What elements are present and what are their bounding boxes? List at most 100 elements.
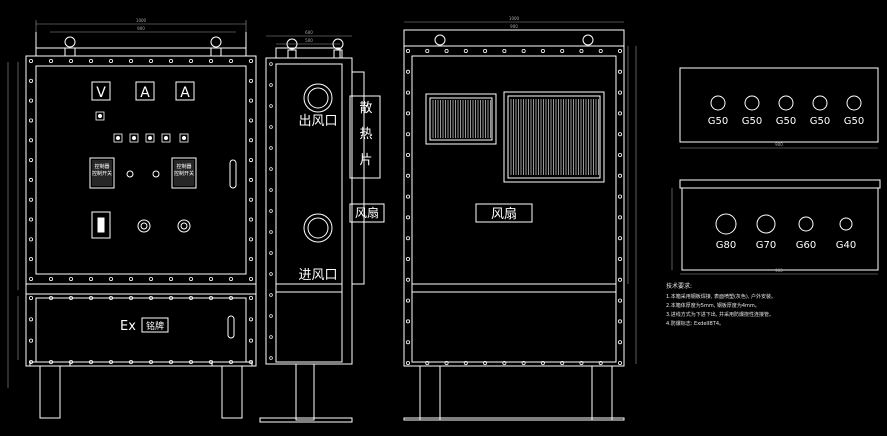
bolt xyxy=(148,59,153,64)
bolt xyxy=(269,314,273,318)
bolt xyxy=(248,359,253,364)
bolt xyxy=(109,59,114,64)
cable-gland-hole xyxy=(744,95,760,111)
switch-label-1: 控制器 xyxy=(94,163,109,170)
bolt xyxy=(28,138,33,143)
side-view xyxy=(259,35,381,423)
cable-gland-hole xyxy=(756,214,776,234)
bolt xyxy=(168,359,173,364)
bolt xyxy=(405,69,410,74)
bolt xyxy=(28,78,33,83)
bolt xyxy=(618,111,623,116)
bolt xyxy=(618,340,623,345)
side-bolts xyxy=(269,62,273,360)
bolt xyxy=(444,49,449,54)
side-inlet-label: 进风口 xyxy=(298,268,337,283)
side-outlet-label: 出风口 xyxy=(298,114,337,129)
tech-note-line-1: 1.本箱采用钢板焊接, 表面喷塑(灰色), 户外安装。 xyxy=(666,293,776,300)
lamp-dot xyxy=(148,136,152,140)
bolt xyxy=(579,360,584,365)
bolt xyxy=(618,298,623,303)
gland-bottom-dim: 900 xyxy=(775,268,783,273)
bolt xyxy=(248,78,253,83)
bolt xyxy=(405,298,410,303)
bolt xyxy=(269,83,273,87)
bolt xyxy=(28,295,33,300)
cable-gland-hole xyxy=(778,95,794,111)
bolt xyxy=(49,59,54,64)
bolt xyxy=(168,276,173,281)
cable-gland-hole xyxy=(798,216,814,232)
indicator-lamp xyxy=(95,111,105,121)
bolt xyxy=(269,125,273,129)
bolt xyxy=(28,257,33,262)
bolt xyxy=(228,295,233,300)
bolt xyxy=(618,49,623,54)
bolt xyxy=(248,317,253,322)
bolt xyxy=(248,118,253,123)
bolt xyxy=(618,277,623,282)
bolt xyxy=(405,90,410,95)
bolt xyxy=(618,152,623,157)
side-fan-box xyxy=(349,203,385,223)
bolt xyxy=(618,90,623,95)
tech-note-line-2: 2.本箱体厚度为5mm, 钢板厚度为4mm。 xyxy=(666,302,760,309)
bolt xyxy=(618,173,623,178)
bolt xyxy=(28,217,33,222)
bolt xyxy=(405,236,410,241)
bolt xyxy=(208,276,213,281)
bolt xyxy=(188,359,193,364)
gland-label: G50 xyxy=(708,116,728,127)
bolt xyxy=(269,62,273,66)
gland-label: G50 xyxy=(810,116,830,127)
bolt xyxy=(188,295,193,300)
bolt xyxy=(405,152,410,157)
cable-gland-hole xyxy=(715,213,737,235)
lamp-dot xyxy=(98,114,102,118)
bolt xyxy=(148,359,153,364)
bolt xyxy=(128,359,133,364)
bolt xyxy=(128,59,133,64)
bolt xyxy=(405,319,410,324)
bolt xyxy=(28,118,33,123)
gland-label: G70 xyxy=(756,240,776,251)
side-heatsink-label-3: 片 xyxy=(359,153,372,168)
bolt xyxy=(405,360,410,365)
bolt xyxy=(168,295,173,300)
bolt xyxy=(28,317,33,322)
bolt xyxy=(269,251,273,255)
front-view xyxy=(7,20,257,419)
bolt xyxy=(49,295,54,300)
cable-gland-hole xyxy=(710,95,726,111)
side-heatsink-label-2: 热 xyxy=(359,127,372,142)
rear-fan-box xyxy=(475,203,533,223)
gland-plate-top xyxy=(679,67,879,149)
bolt xyxy=(269,293,273,297)
bolt xyxy=(405,340,410,345)
bolt xyxy=(208,359,213,364)
bolt xyxy=(618,256,623,261)
bolt xyxy=(28,359,33,364)
bolt xyxy=(188,276,193,281)
bolt xyxy=(228,359,233,364)
rear-view xyxy=(403,21,637,421)
bolt xyxy=(248,257,253,262)
bolt xyxy=(248,138,253,143)
bolt xyxy=(502,49,507,54)
side-heatsink-label-1: 散 xyxy=(359,101,372,116)
bolt xyxy=(463,49,468,54)
bolt xyxy=(483,360,488,365)
bolt xyxy=(109,295,114,300)
front-bolts xyxy=(28,59,253,364)
bolt xyxy=(560,49,565,54)
bolt xyxy=(405,132,410,137)
bolt xyxy=(405,194,410,199)
bolt xyxy=(248,158,253,163)
gland-label: G50 xyxy=(776,116,796,127)
bolt xyxy=(69,276,74,281)
side-top-dim: 600 xyxy=(305,30,313,35)
bolt xyxy=(89,359,94,364)
bolt xyxy=(618,215,623,220)
bolt xyxy=(579,49,584,54)
bolt xyxy=(269,335,273,339)
